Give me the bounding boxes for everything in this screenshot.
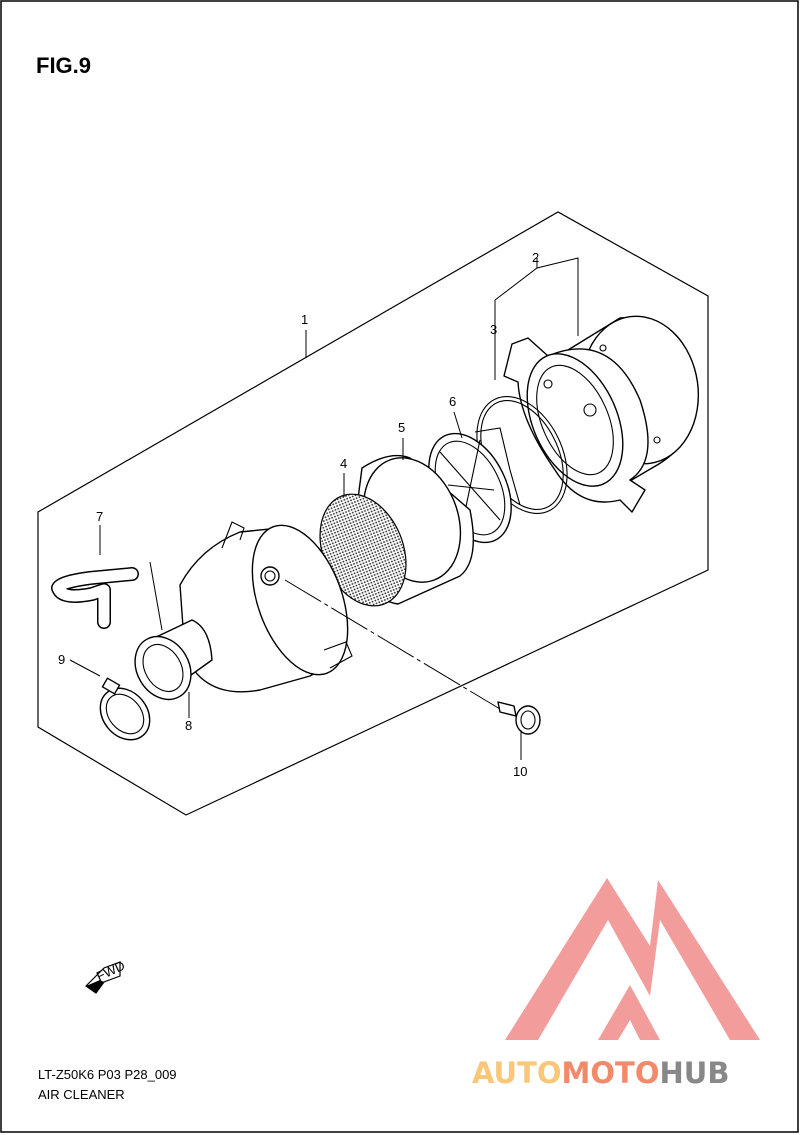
callout-9: 9	[58, 652, 65, 667]
callout-3: 3	[490, 322, 497, 337]
callout-8: 8	[185, 718, 192, 733]
watermark-brand: AUTOMOTOHUB	[472, 1056, 729, 1090]
case-part	[503, 315, 700, 513]
drain-hose-part	[51, 567, 139, 629]
leader-lines	[69, 257, 579, 760]
watermark-logo	[505, 878, 760, 1040]
callout-7: 7	[96, 509, 103, 524]
callout-2: 2	[532, 250, 539, 265]
joint-part	[134, 635, 192, 701]
figure-name: AIR CLEANER	[38, 1087, 125, 1102]
callout-1: 1	[301, 312, 308, 327]
callout-10: 10	[513, 764, 527, 779]
bolt-part	[284, 579, 541, 735]
model-code: LT-Z50K6 P03 P28_009	[38, 1067, 177, 1082]
callout-5: 5	[398, 420, 405, 435]
assembly-outline	[37, 211, 709, 816]
figure-title: FIG.9	[36, 53, 91, 78]
callout-6: 6	[449, 394, 456, 409]
hose-guide-line	[149, 561, 163, 631]
fwd-arrow-icon: FWD	[85, 958, 127, 994]
callout-4: 4	[340, 456, 347, 471]
clamp-part	[99, 677, 151, 741]
